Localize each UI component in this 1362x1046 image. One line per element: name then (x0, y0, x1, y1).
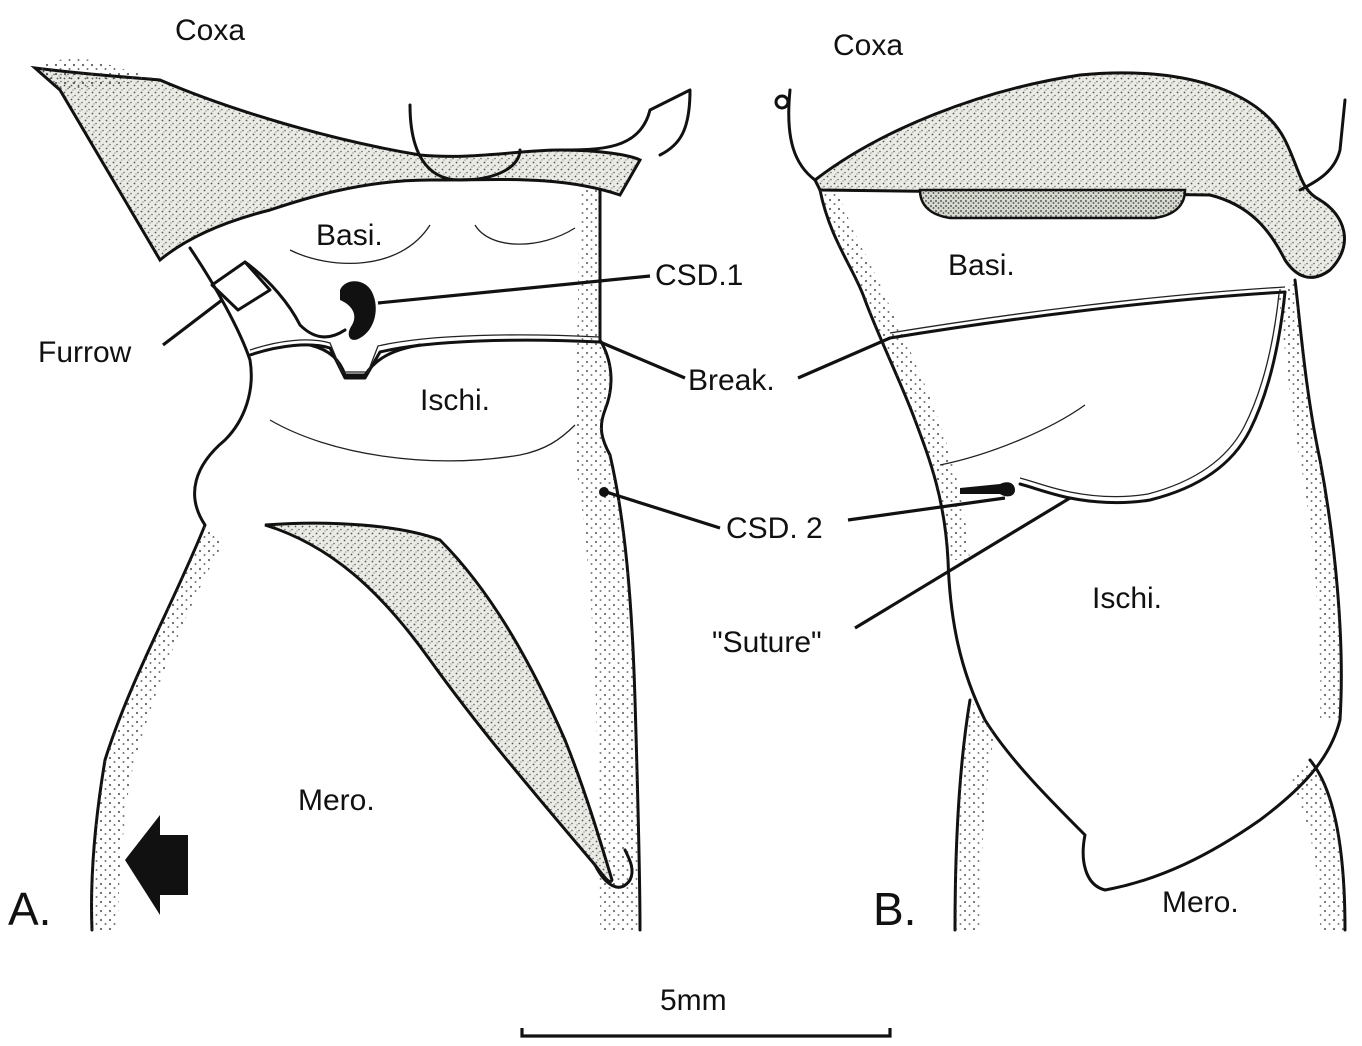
panel-a-label-basi: Basi. (316, 219, 383, 252)
panel-a-ischium-arc (270, 420, 575, 461)
panel-a-label-csd2: CSD. 2 (726, 512, 823, 545)
panel-b-break-line (890, 292, 1285, 338)
scale-bar: 5mm (522, 984, 890, 1036)
panel-b-leader-break (798, 338, 890, 378)
panel-b-label-mero: Mero. (1162, 886, 1239, 919)
panel-a-label-mero: Mero. (298, 784, 375, 817)
panel-b-coxa-left (789, 90, 815, 180)
scale-bar-label: 5mm (660, 984, 727, 1017)
panel-b-csd2 (960, 482, 1015, 496)
panel-a-coxa-right-edge (560, 90, 690, 155)
scale-bar-line (522, 1028, 890, 1036)
panel-a: Coxa Basi. Ischi. Mero. Furrow CSD.1 Bre… (8, 14, 823, 935)
panel-a-label-csd1: CSD.1 (655, 259, 743, 292)
panel-b-right-edge-stipple (1278, 280, 1341, 720)
panel-b-merus-right-stipple (1290, 760, 1345, 930)
panel-a-label-ischi: Ischi. (420, 384, 490, 417)
panel-a-label-break: Break. (688, 364, 775, 397)
panel-b-basis-inner-membrane (920, 190, 1185, 218)
panel-b-merus-left-stipple (955, 700, 995, 930)
panel-b-suture-inner (1020, 294, 1279, 497)
panel-a-letter: A. (8, 883, 51, 935)
panel-a-basis-arc-right (475, 225, 575, 244)
panel-a-csd1-notch (310, 345, 420, 375)
left-arrow-icon (125, 815, 188, 915)
panel-b-label-suture: "Suture" (712, 626, 822, 659)
panel-a-leader-break (600, 342, 685, 378)
panel-b-coxa-pore (776, 96, 788, 108)
panel-b-suture (1020, 292, 1285, 503)
panel-a-furrow-line (245, 262, 345, 337)
panel-a-label-furrow: Furrow (38, 336, 132, 369)
panel-b-label-coxa: Coxa (833, 29, 903, 62)
panel-b-ischium-arc (940, 405, 1085, 465)
panel-a-break-line (250, 340, 600, 378)
panel-b-leader-csd2 (848, 498, 1005, 520)
panel-b-letter: B. (873, 883, 916, 935)
panel-a-leader-furrow (163, 300, 222, 345)
panel-b-coxa-membrane (815, 73, 1344, 278)
panel-b: Coxa Basi. Ischi. Mero. "Suture" B. (712, 29, 1345, 935)
panel-a-leader-csd1 (378, 276, 650, 303)
panel-b-label-basi: Basi. (948, 249, 1015, 282)
panel-a-merus-membrane (265, 523, 612, 881)
panel-b-leg-outline (820, 190, 1341, 890)
panel-b-label-ischi: Ischi. (1092, 582, 1162, 615)
panel-b-coxa-right (1300, 100, 1345, 190)
panel-a-label-coxa: Coxa (175, 14, 245, 47)
